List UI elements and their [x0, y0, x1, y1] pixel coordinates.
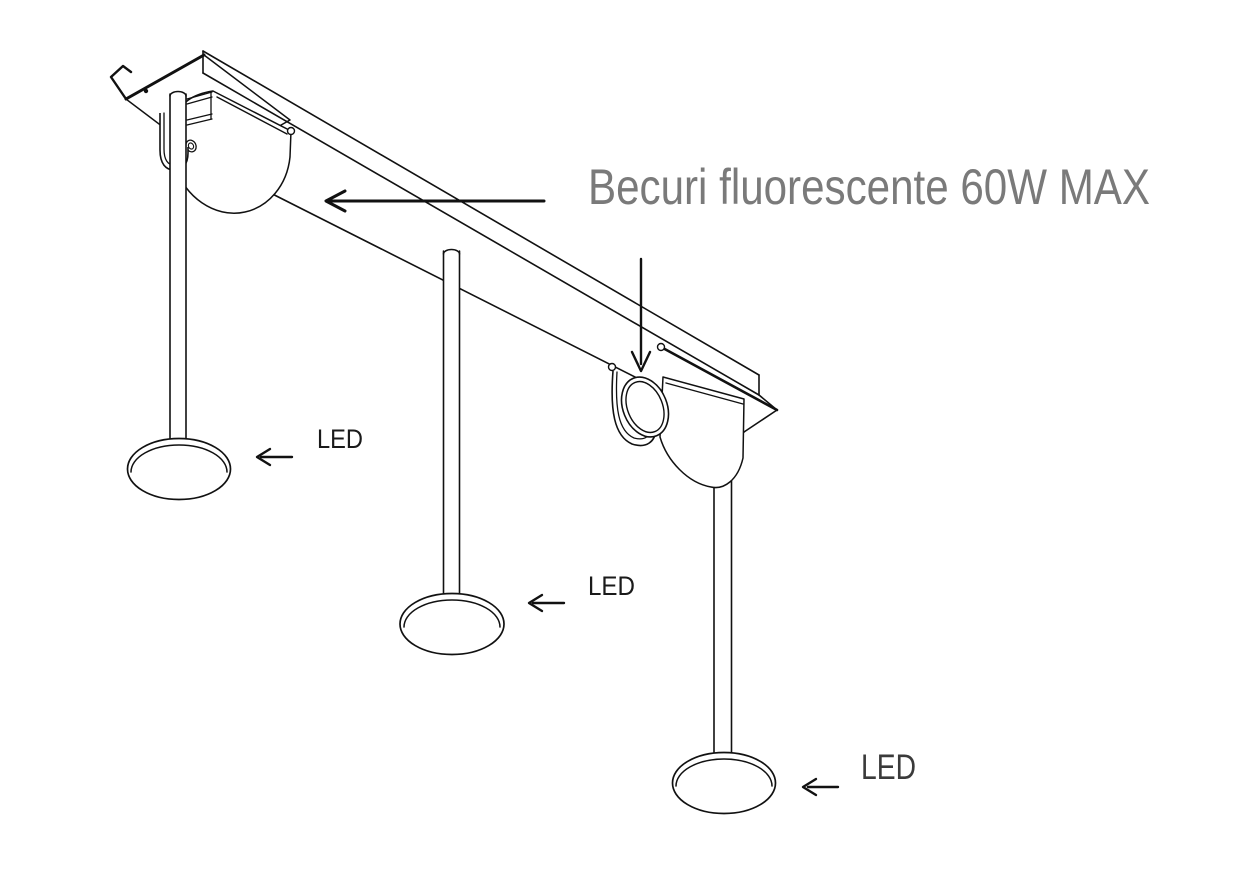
bulb-bracket [186, 91, 213, 126]
annotation-arrows [255, 189, 840, 797]
led-label-1: LED [317, 424, 363, 454]
holder-clip-1 [286, 126, 296, 136]
holder-open-end-2 [620, 376, 670, 438]
led-disc-1 [126, 437, 232, 501]
support-bar [202, 50, 779, 433]
pendant-rod-2 [442, 248, 461, 601]
arrow-to-led-2 [527, 593, 566, 613]
arrow-to-led-1 [255, 447, 294, 467]
rod-cap-1 [169, 90, 187, 97]
bar-bottom-rim [659, 345, 779, 412]
arrow-to-bulb-holders [324, 189, 546, 213]
led-disc-2 [399, 592, 505, 656]
title-label: Becuri fluorescente 60W MAX [588, 159, 1150, 215]
bulb-holder-2 [607, 342, 745, 489]
led-disc-3 [671, 751, 777, 815]
down-arrow-to-bulb-holder-2 [630, 257, 652, 373]
holder-clip-2a [607, 362, 617, 372]
arrow-to-led-3 [801, 777, 840, 797]
rod-cap-2 [442, 248, 461, 255]
led-label-3: LED [861, 748, 916, 787]
pendant-rod-1 [169, 90, 187, 447]
pendant-rod-3 [713, 467, 733, 759]
mount-tab [109, 64, 133, 101]
mount-screw [143, 88, 149, 94]
holder-clip-2b [656, 342, 666, 352]
led-label-2: LED [588, 571, 635, 601]
